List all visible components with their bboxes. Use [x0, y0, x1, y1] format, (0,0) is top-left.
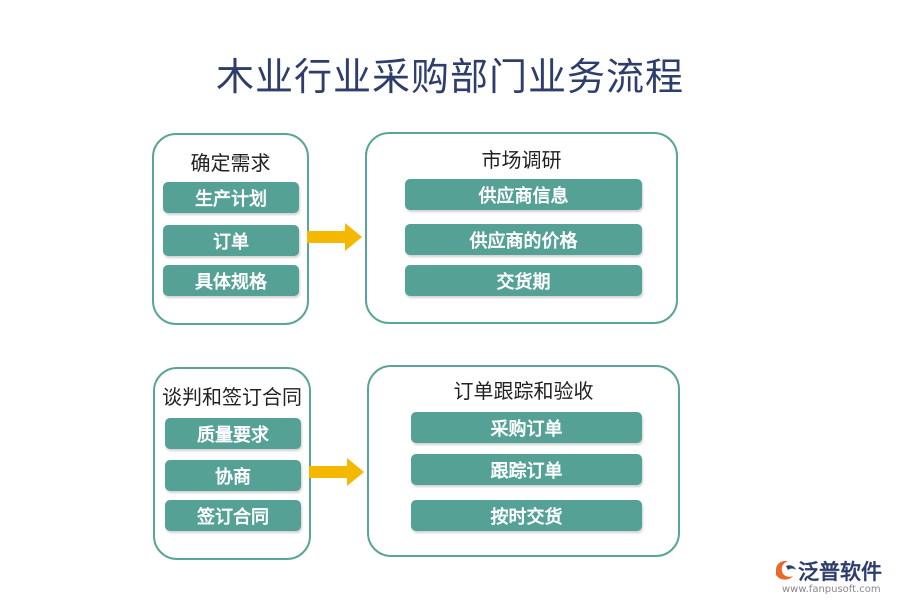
- arrow-right-icon: [309, 458, 364, 486]
- item-on-time-delivery: 按时交货: [411, 500, 642, 531]
- item-quality-requirements: 质量要求: [165, 418, 301, 449]
- negotiation-title: 谈判和签订合同: [162, 385, 302, 409]
- fanpu-logo-icon: [776, 560, 796, 580]
- negotiation-box: 谈判和签订合同 质量要求 协商 签订合同: [153, 367, 311, 560]
- market-research-box: 市场调研 供应商信息 供应商的价格 交货期: [365, 132, 678, 324]
- item-order: 订单: [163, 225, 299, 256]
- order-tracking-box: 订单跟踪和验收 采购订单 跟踪订单 按时交货: [367, 365, 680, 557]
- item-sign-contract: 签订合同: [165, 500, 301, 531]
- order-tracking-title: 订单跟踪和验收: [453, 379, 594, 403]
- logo-name: 泛普软件: [798, 560, 882, 584]
- item-supplier-info: 供应商信息: [405, 179, 642, 210]
- item-purchase-order: 采购订单: [411, 412, 642, 443]
- logo-url: www.fanpusoft.com: [782, 584, 881, 595]
- arrow-right-icon: [307, 223, 362, 251]
- item-delivery-period: 交货期: [405, 265, 642, 296]
- market-research-title: 市场调研: [481, 148, 562, 172]
- item-track-order: 跟踪订单: [411, 454, 642, 485]
- requirements-title: 确定需求: [190, 151, 271, 175]
- item-specifications: 具体规格: [163, 265, 299, 296]
- brand-logo: 泛普软件 www.fanpusoft.com: [770, 556, 895, 600]
- page-title: 木业行业采购部门业务流程: [215, 55, 684, 99]
- requirements-box: 确定需求 生产计划 订单 具体规格: [152, 133, 309, 325]
- item-production-plan: 生产计划: [163, 182, 299, 213]
- item-supplier-price: 供应商的价格: [405, 224, 642, 255]
- item-consultation: 协商: [165, 460, 301, 491]
